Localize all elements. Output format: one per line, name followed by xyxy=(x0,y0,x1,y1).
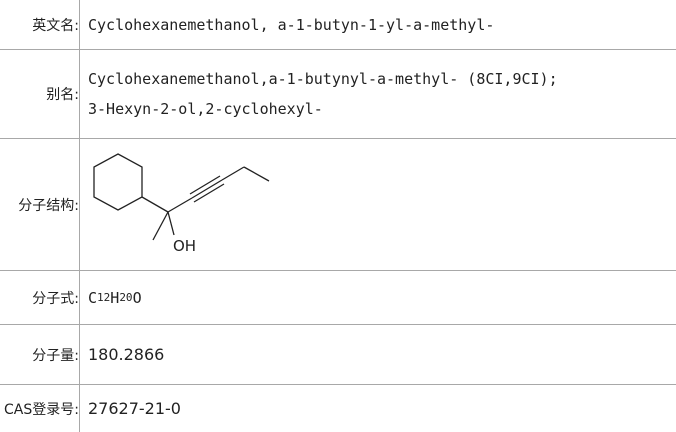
value-weight: 180.2866 xyxy=(88,325,676,384)
label-english-name: 英文名: xyxy=(0,0,80,49)
formula-o: O xyxy=(132,288,142,307)
value-alias: Cyclohexanemethanol,a-1-butynyl-a-methyl… xyxy=(88,50,676,138)
bond-alkyne-start xyxy=(167,197,193,213)
alias-line-2: 3-Hexyn-2-ol,2-cyclohexyl- xyxy=(88,100,323,118)
label-formula: 分子式: xyxy=(0,271,80,324)
row-alias: 别名: Cyclohexanemethanol,a-1-butynyl-a-me… xyxy=(0,50,676,139)
bond-methyl xyxy=(152,211,169,241)
label-structure: 分子结构: xyxy=(0,139,80,270)
cyclohexane-ring xyxy=(93,153,143,211)
hydroxyl-label: OH xyxy=(173,237,196,255)
value-cas: 27627-21-0 xyxy=(88,385,676,432)
molecule-structure-image: OH xyxy=(93,153,270,255)
row-cas: CAS登录号: 27627-21-0 xyxy=(0,385,676,432)
triple-bond-1 xyxy=(191,179,223,199)
value-english-name: Cyclohexanemethanol, a-1-butyn-1-yl-a-me… xyxy=(88,0,676,49)
row-english-name: 英文名: Cyclohexanemethanol, a-1-butyn-1-yl… xyxy=(0,0,676,50)
triple-bond-2 xyxy=(189,175,221,195)
weight-text: 180.2866 xyxy=(88,345,165,364)
label-weight: 分子量: xyxy=(0,325,80,384)
label-cas: CAS登录号: xyxy=(0,385,80,432)
formula-c-count: 12 xyxy=(97,291,111,304)
label-cas-text: CAS登录号: xyxy=(4,401,79,418)
bond-hydroxyl xyxy=(167,211,175,236)
triple-bond-3 xyxy=(193,183,225,203)
cas-text: 27627-21-0 xyxy=(88,399,181,418)
bond-ethyl-2 xyxy=(243,166,270,182)
formula-h-count: 20 xyxy=(119,291,133,304)
row-structure: 分子结构: OH xyxy=(0,139,676,271)
alias-line-1: Cyclohexanemethanol,a-1-butynyl-a-methyl… xyxy=(88,70,558,88)
bond-ring-carbon xyxy=(141,196,169,213)
row-weight: 分子量: 180.2866 xyxy=(0,325,676,385)
bond-ethyl-1 xyxy=(221,166,245,181)
formula-c: C xyxy=(88,288,98,307)
english-name-text: Cyclohexanemethanol, a-1-butyn-1-yl-a-me… xyxy=(88,15,495,34)
label-alias: 别名: xyxy=(0,50,80,138)
formula-h: H xyxy=(110,288,120,307)
